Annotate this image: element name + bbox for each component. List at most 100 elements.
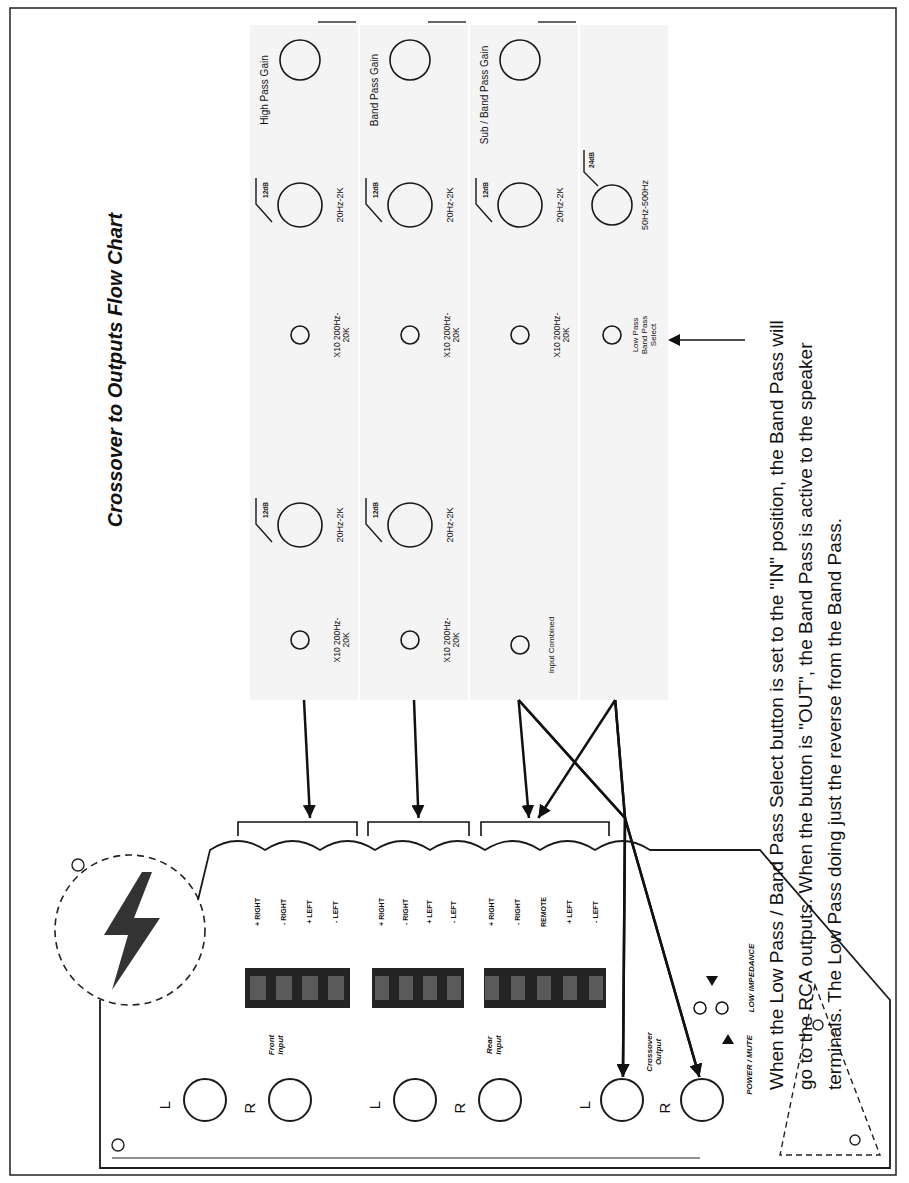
rca-jacks: [184, 1079, 723, 1121]
note-text: When the Low Pass / Band Pass Select but…: [762, 300, 849, 1090]
signal-arrow: [519, 700, 625, 1077]
signal-arrow: [519, 700, 529, 818]
rca-jack: L: [150, 1077, 228, 1123]
terminal-label: - LEFT: [450, 901, 458, 923]
terminal-screw: [328, 976, 344, 1000]
slope-label: 12dB: [482, 182, 489, 198]
indicator-led: [716, 1002, 728, 1014]
edge-mark: [318, 21, 356, 23]
mounting-hole: [850, 1135, 860, 1145]
logo-ring: [55, 855, 205, 1005]
signal-arrow: [538, 700, 615, 818]
page-frame: [10, 8, 896, 1175]
terminal-label: - LEFT: [332, 901, 340, 923]
terminal-block: + RIGHT - RIGHT + LEFT - LEFT: [235, 818, 360, 1014]
jack-ring: [184, 1079, 226, 1121]
jack-label: L: [576, 1101, 593, 1109]
frequency-label: 50Hz-500Hz: [640, 180, 650, 230]
terminal-label: + RIGHT: [378, 898, 386, 926]
terminal-label: + RIGHT: [488, 898, 496, 926]
signal-arrow: [519, 700, 700, 1077]
jack-ring: [601, 1079, 643, 1121]
panel-label: Front Input: [268, 1029, 286, 1061]
terminal-screw: [399, 976, 413, 1000]
panel-label: Rear Input: [486, 1029, 504, 1061]
frequency-label: 20Hz-2K: [445, 507, 455, 542]
indicator-led: [694, 1002, 706, 1014]
lightning-logo: [104, 872, 160, 990]
jack-label: R: [451, 1103, 468, 1114]
gain-label: Sub / Band Pass Gain: [479, 46, 491, 144]
terminal-screw: [447, 976, 461, 1000]
leader-arrowhead: [668, 334, 680, 346]
frequency-label: 20Hz-2K: [335, 507, 345, 542]
rca-jack: L: [362, 1077, 438, 1123]
button-label: Low Pass Band Pass Select: [632, 313, 658, 357]
gain-label: High Pass Gain: [259, 55, 271, 124]
terminal-screw: [485, 976, 499, 1000]
terminal-screw: [511, 976, 525, 1000]
edge-mark: [428, 21, 466, 23]
terminal-screws: [250, 976, 603, 1000]
button-label: X10 200Hz-20K: [443, 309, 462, 361]
panel-edge-marks: [318, 21, 576, 23]
jack-ring: [681, 1079, 723, 1121]
control-band: High Pass Gain 12dB 20Hz-2K X10 200Hz-20K 12…: [250, 25, 358, 700]
terminal-label: - LEFT: [592, 901, 600, 923]
slope-label: 12dB: [372, 182, 379, 198]
terminal-block: + RIGHT- RIGHT+ LEFT- LEFT: [365, 818, 472, 1014]
frequency-label: 20Hz-2K: [445, 187, 455, 222]
slope-label: 12dB: [262, 502, 269, 518]
slope-label: 24dB: [588, 152, 595, 168]
mounting-hole: [112, 1139, 124, 1151]
jack-label: L: [156, 1101, 173, 1109]
mounting-hole: [72, 859, 84, 871]
jack-ring: [394, 1079, 436, 1121]
terminal-label: REMOTE: [540, 897, 548, 927]
terminal-strip: [484, 968, 606, 1008]
slope-label: 12dB: [372, 502, 379, 518]
jack-ring: [269, 1079, 311, 1121]
terminal-screw: [276, 976, 292, 1000]
edge-mark: [538, 21, 576, 23]
chart-title: Crossover to Outputs Flow Chart: [104, 213, 127, 527]
control-band: 24dB 50Hz-500HzLow Pass Band Pass Select: [580, 25, 668, 700]
terminal-strip: [245, 968, 350, 1008]
frequency-label: 20Hz-2K: [555, 187, 565, 222]
slope-label: 12dB: [262, 182, 269, 198]
bracket: [238, 822, 357, 836]
rca-jack: R: [448, 1077, 523, 1123]
terminal-label: + RIGHT: [254, 898, 262, 926]
bracket: [368, 822, 469, 836]
terminal-brackets: [238, 822, 609, 836]
rca-jack: L: [574, 1077, 646, 1123]
frequency-label: 20Hz-2K: [335, 187, 345, 222]
terminal-screw: [250, 976, 266, 1000]
rca-jack: R: [238, 1077, 313, 1123]
button-label: X10 200Hz-20K: [443, 614, 462, 666]
terminal-strips: [245, 968, 606, 1008]
button-label: X10 200Hz-20K: [333, 309, 352, 361]
terminal-screw: [537, 976, 551, 1000]
panel-label: LOW IMPEDANCE: [747, 944, 756, 1013]
jack-label: R: [656, 1103, 673, 1114]
terminal-label: + LEFT: [566, 900, 574, 924]
leader-line: [678, 339, 745, 341]
jack-ring: [479, 1079, 521, 1121]
button-label: X10 200Hz-20K: [333, 614, 352, 666]
jack-label: R: [241, 1103, 258, 1114]
signal-arrow: [615, 700, 699, 1077]
control-band: Sub / Band Pass Gain12dB20Hz-2KX10 200Hz…: [470, 25, 578, 700]
terminal-screw: [589, 976, 603, 1000]
panel-label: POWER / MUTE: [745, 1035, 754, 1095]
mounting-holes: [72, 859, 860, 1151]
terminal-label: - RIGHT: [280, 899, 288, 925]
terminal-screw: [423, 976, 437, 1000]
panel-inner-line: [112, 1157, 700, 1158]
rca-jack: R: [654, 1077, 726, 1123]
gain-label: Band Pass Gain: [369, 54, 381, 126]
terminal-block: + RIGHT- RIGHTREMOTE+ LEFT- LEFT: [478, 818, 612, 1014]
terminal-label: + LEFT: [306, 900, 314, 924]
panel-label: Crossover Output: [646, 1028, 664, 1076]
